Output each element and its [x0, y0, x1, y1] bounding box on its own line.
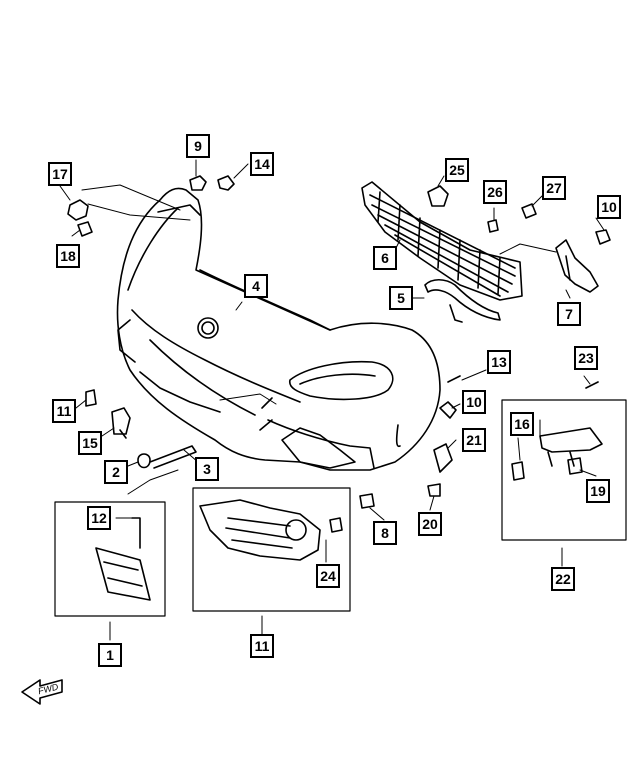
callout-12[interactable]: 11 [250, 634, 274, 658]
callout-26[interactable]: 25 [445, 158, 469, 182]
fwd-label: FWD [37, 682, 60, 697]
callout-20[interactable]: 19 [586, 479, 610, 503]
emblem [197, 317, 219, 339]
callout-9[interactable]: 9 [186, 134, 210, 158]
license-bracket [95, 517, 151, 601]
callout-16[interactable]: 15 [78, 431, 102, 455]
callout-4[interactable]: 4 [244, 274, 268, 298]
callout-22[interactable]: 21 [462, 428, 486, 452]
side-bracket-box [501, 399, 627, 541]
fwd-arrow-icon [21, 679, 63, 705]
callout-25[interactable]: 24 [316, 564, 340, 588]
side-bracket-assembly [511, 427, 603, 481]
callout-23[interactable]: 22 [551, 567, 575, 591]
callout-14[interactable]: 13 [487, 350, 511, 374]
bumper-fascia [116, 187, 441, 471]
callout-1[interactable]: 1 [98, 643, 122, 667]
callout-5[interactable]: 5 [389, 286, 413, 310]
trim-strip [424, 278, 501, 323]
callout-3[interactable]: 3 [195, 457, 219, 481]
callout-18[interactable]: 17 [48, 162, 72, 186]
leader-lines [59, 159, 605, 641]
callout-2[interactable]: 2 [104, 460, 128, 484]
callout-10-upper[interactable]: 10 [597, 195, 621, 219]
side-bracket [555, 239, 599, 293]
callout-27[interactable]: 26 [483, 180, 507, 204]
callout-24[interactable]: 23 [574, 346, 598, 370]
fog-lamp-bezel [199, 499, 343, 561]
upper-grille [361, 181, 523, 301]
callout-6[interactable]: 6 [373, 246, 397, 270]
callout-21[interactable]: 20 [418, 512, 442, 536]
callout-8[interactable]: 8 [373, 521, 397, 545]
callout-19[interactable]: 18 [56, 244, 80, 268]
fasteners [67, 175, 611, 509]
callout-28[interactable]: 27 [542, 176, 566, 200]
callout-17[interactable]: 16 [510, 412, 534, 436]
fog-lamp-box [192, 487, 351, 612]
callout-13[interactable]: 12 [87, 506, 111, 530]
license-bracket-box [54, 501, 166, 617]
callout-11[interactable]: 11 [52, 399, 76, 423]
callout-15[interactable]: 14 [250, 152, 274, 176]
callout-10-lower[interactable]: 10 [462, 390, 486, 414]
callout-7[interactable]: 7 [557, 302, 581, 326]
